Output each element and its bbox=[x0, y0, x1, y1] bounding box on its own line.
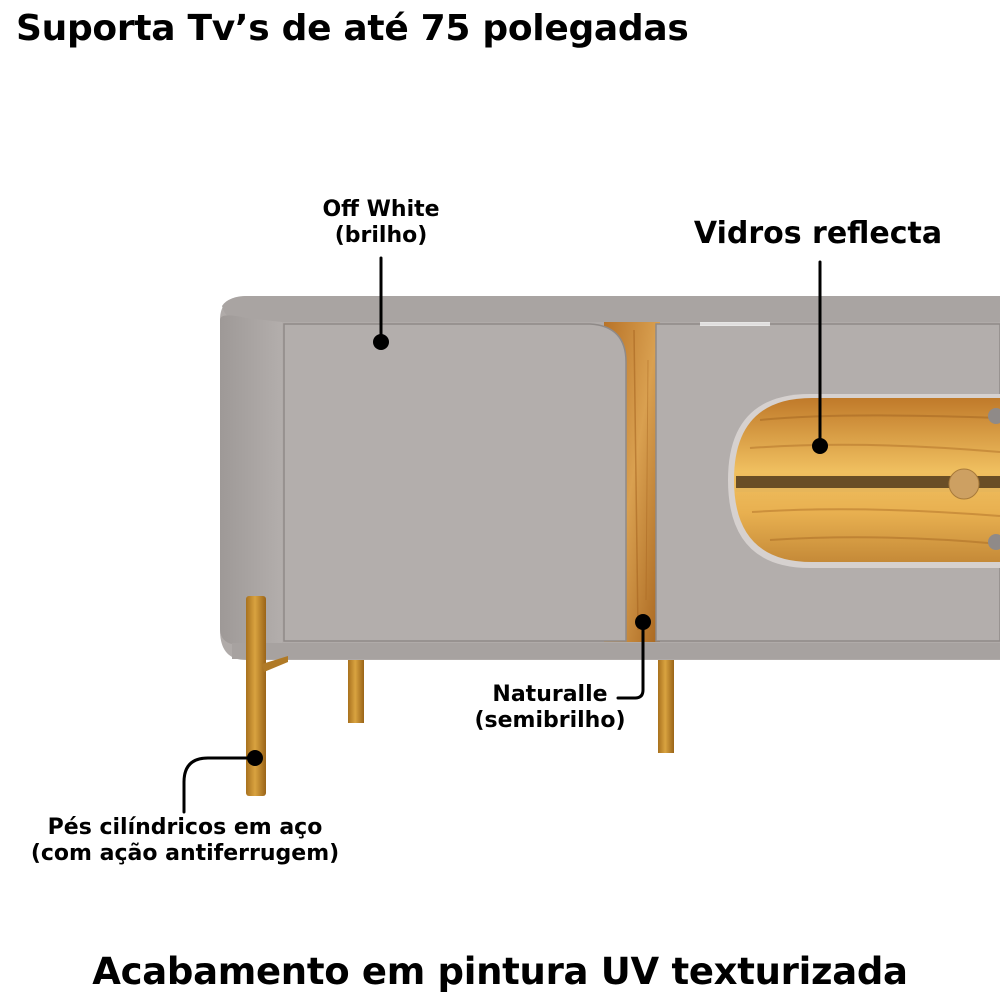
callout-naturalle-line1: Naturalle bbox=[492, 682, 608, 707]
callout-vidros: Vidros reflecta bbox=[680, 216, 956, 252]
callout-pes-line1: Pés cilíndricos em aço bbox=[47, 815, 323, 840]
callout-pes: Pés cilíndricos em aço (com ação antifer… bbox=[2, 815, 368, 868]
cabinet-plinth bbox=[232, 643, 1000, 659]
door-knob bbox=[948, 468, 980, 500]
callout-off-white: Off White (brilho) bbox=[300, 197, 462, 250]
inner-shelf bbox=[736, 476, 1000, 488]
front-leg bbox=[246, 596, 266, 796]
cabinet-top bbox=[222, 296, 1000, 322]
callout-naturalle: Naturalle (semibrilho) bbox=[440, 682, 660, 735]
callout-vidros-line1: Vidros reflecta bbox=[693, 216, 943, 251]
callout-lines bbox=[182, 256, 822, 814]
back-leg-right bbox=[658, 655, 674, 753]
callout-off-white-line2: (brilho) bbox=[334, 223, 428, 249]
callout-dots bbox=[247, 334, 828, 766]
callout-off-white-line1: Off White bbox=[322, 197, 440, 222]
headline: Suporta Tv’s de até 75 polegadas bbox=[16, 8, 689, 49]
callout-naturalle-line2: (semibrilho) bbox=[474, 708, 626, 734]
back-leg-left bbox=[348, 655, 364, 723]
left-door bbox=[283, 323, 627, 642]
callout-pes-line2: (com ação antiferrugem) bbox=[30, 841, 340, 867]
cabinet-side bbox=[220, 315, 282, 645]
footer-caption: Acabamento em pintura UV texturizada bbox=[92, 950, 908, 993]
